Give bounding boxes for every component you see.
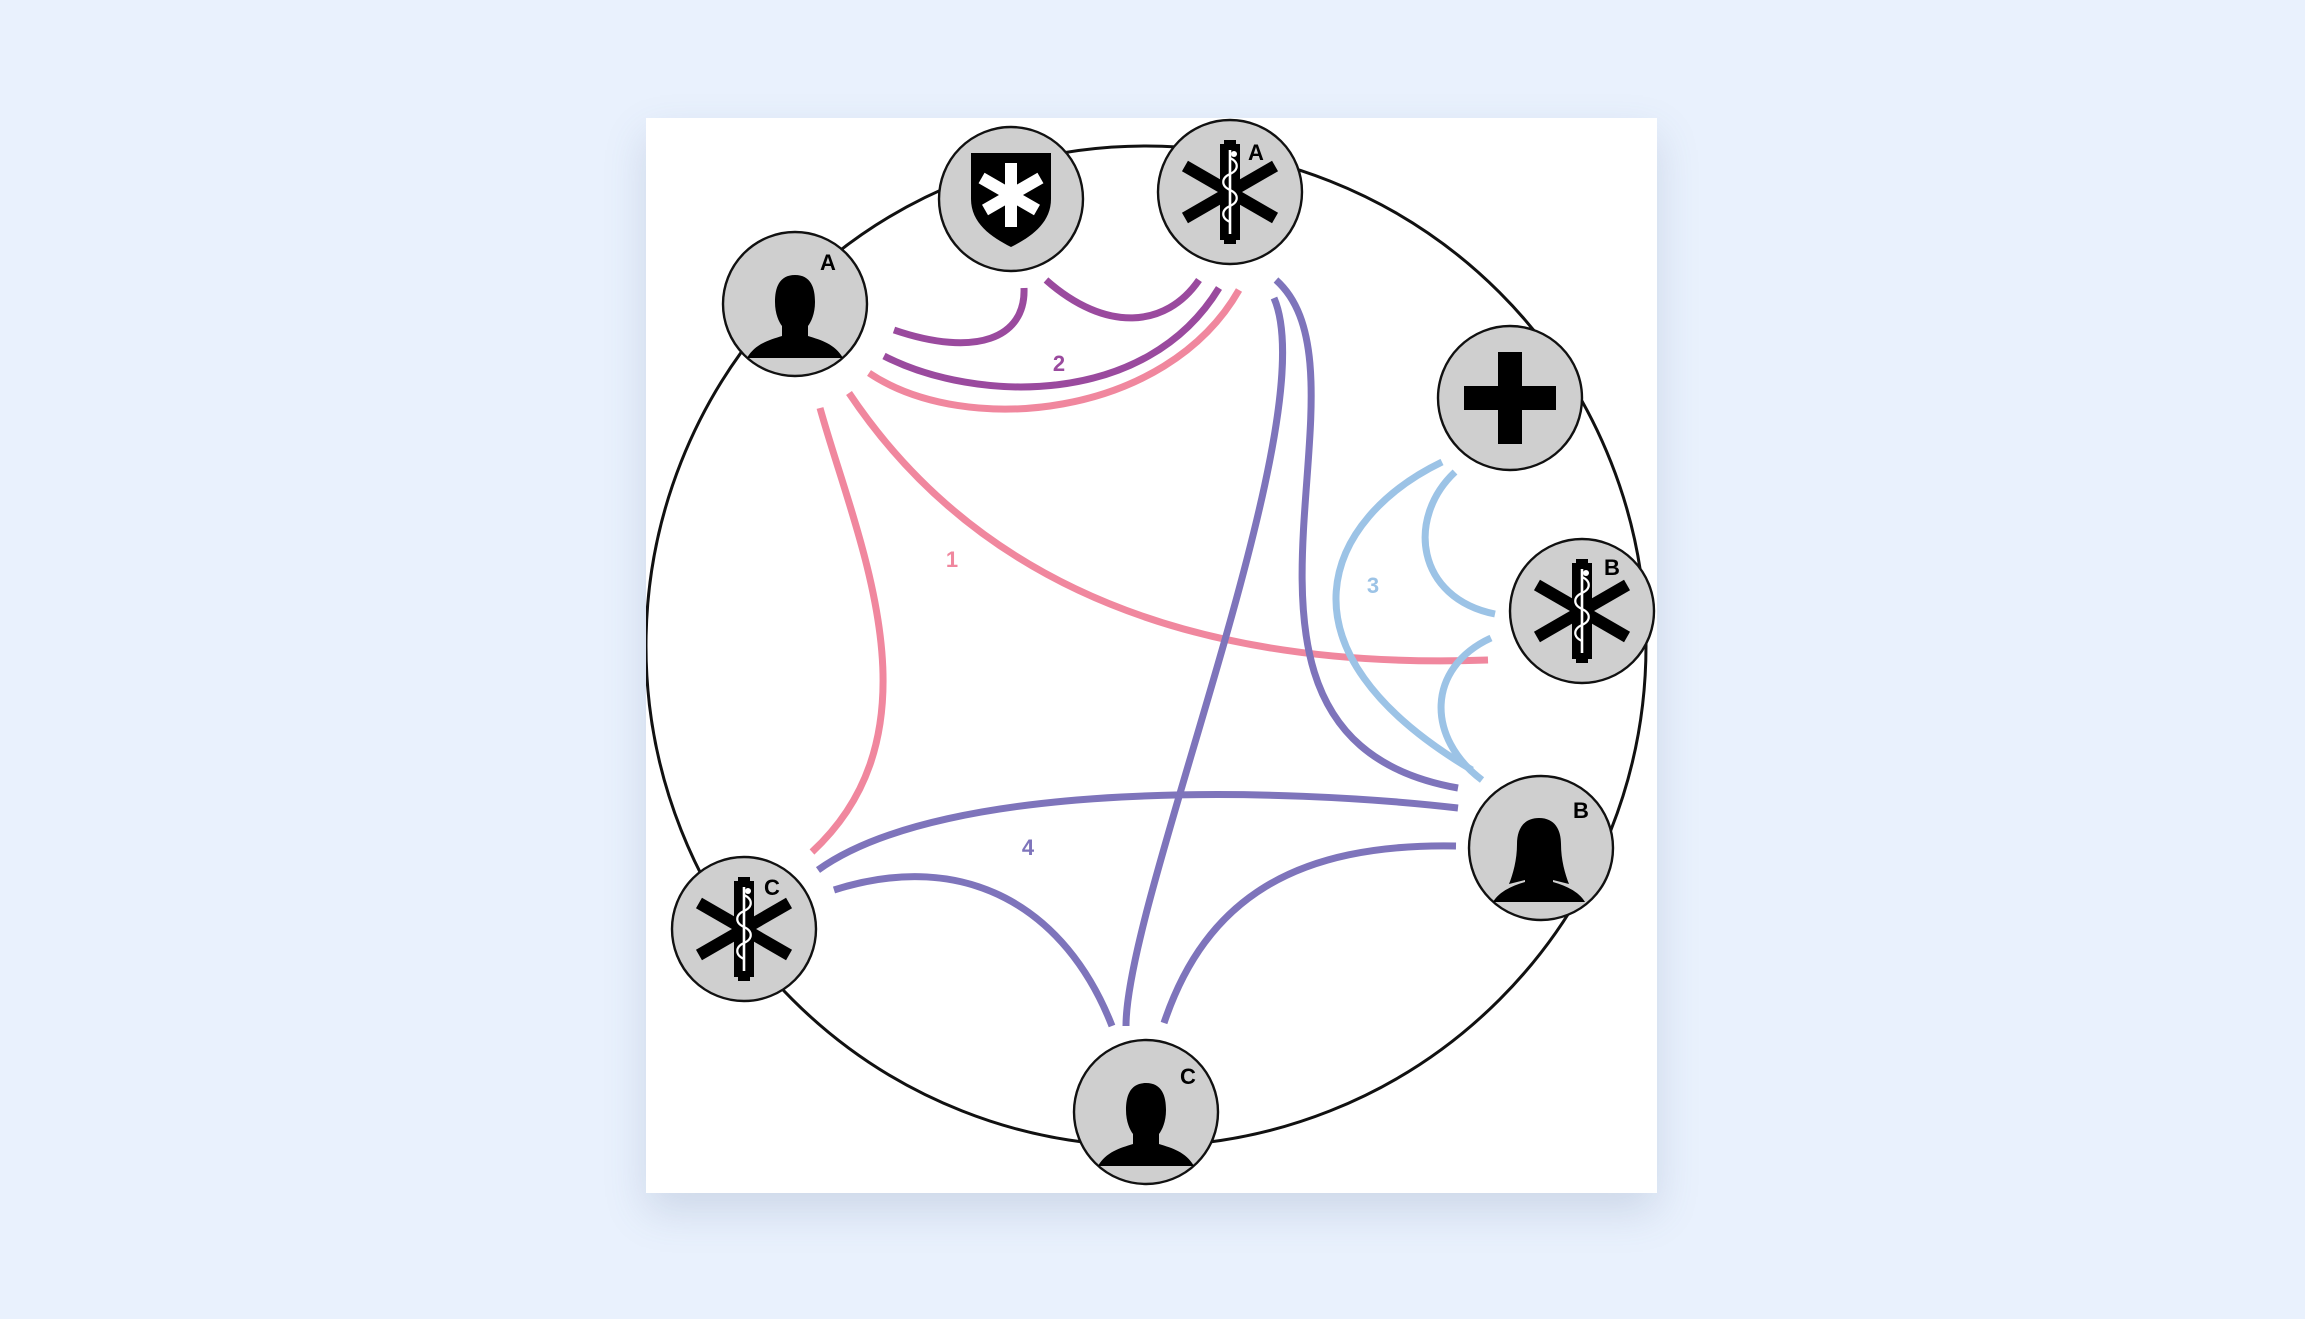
link-group-4 [815,791,1459,873]
link-group-2 [882,286,1222,391]
link-group-4 [1122,296,1287,1027]
link-group-1 [846,391,1489,665]
link-group-3 [1421,469,1496,618]
diagram-card: 1 2 3 4 A A B B C C [646,118,1657,1193]
link-group-4 [1160,842,1457,1025]
node-letter: C [1180,1064,1196,1089]
node-medic-b: B [1508,537,1656,685]
group-label-1: 1 [946,547,958,572]
link-group-1 [809,407,887,855]
node-person-a: A [721,230,869,378]
node-shield-star-of-life [937,125,1085,273]
group-label-3: 3 [1367,573,1379,598]
link-group-2 [1043,277,1202,322]
link-group-4 [1273,277,1459,792]
node-medic-a: A [1156,118,1304,266]
node-medic-c: C [670,855,818,1003]
link-group-2 [892,287,1028,347]
link-group-4 [832,873,1116,1028]
group-label-4: 4 [1022,835,1035,860]
link-group-3 [1332,458,1474,774]
network-diagram: 1 2 3 4 A A B B C C [646,118,1656,1186]
link-group-3 [1437,634,1493,783]
node-letter: B [1573,798,1589,823]
node-red-cross [1436,324,1584,472]
node-person-b: B [1467,774,1615,922]
node-letter: A [1248,140,1264,165]
group-label-2: 2 [1053,351,1065,376]
link-group-1 [867,288,1243,413]
links-layer [809,277,1496,1028]
node-letter: B [1604,555,1620,580]
node-letter: A [820,250,836,275]
node-person-c: C [1072,1038,1220,1186]
node-letter: C [764,875,780,900]
